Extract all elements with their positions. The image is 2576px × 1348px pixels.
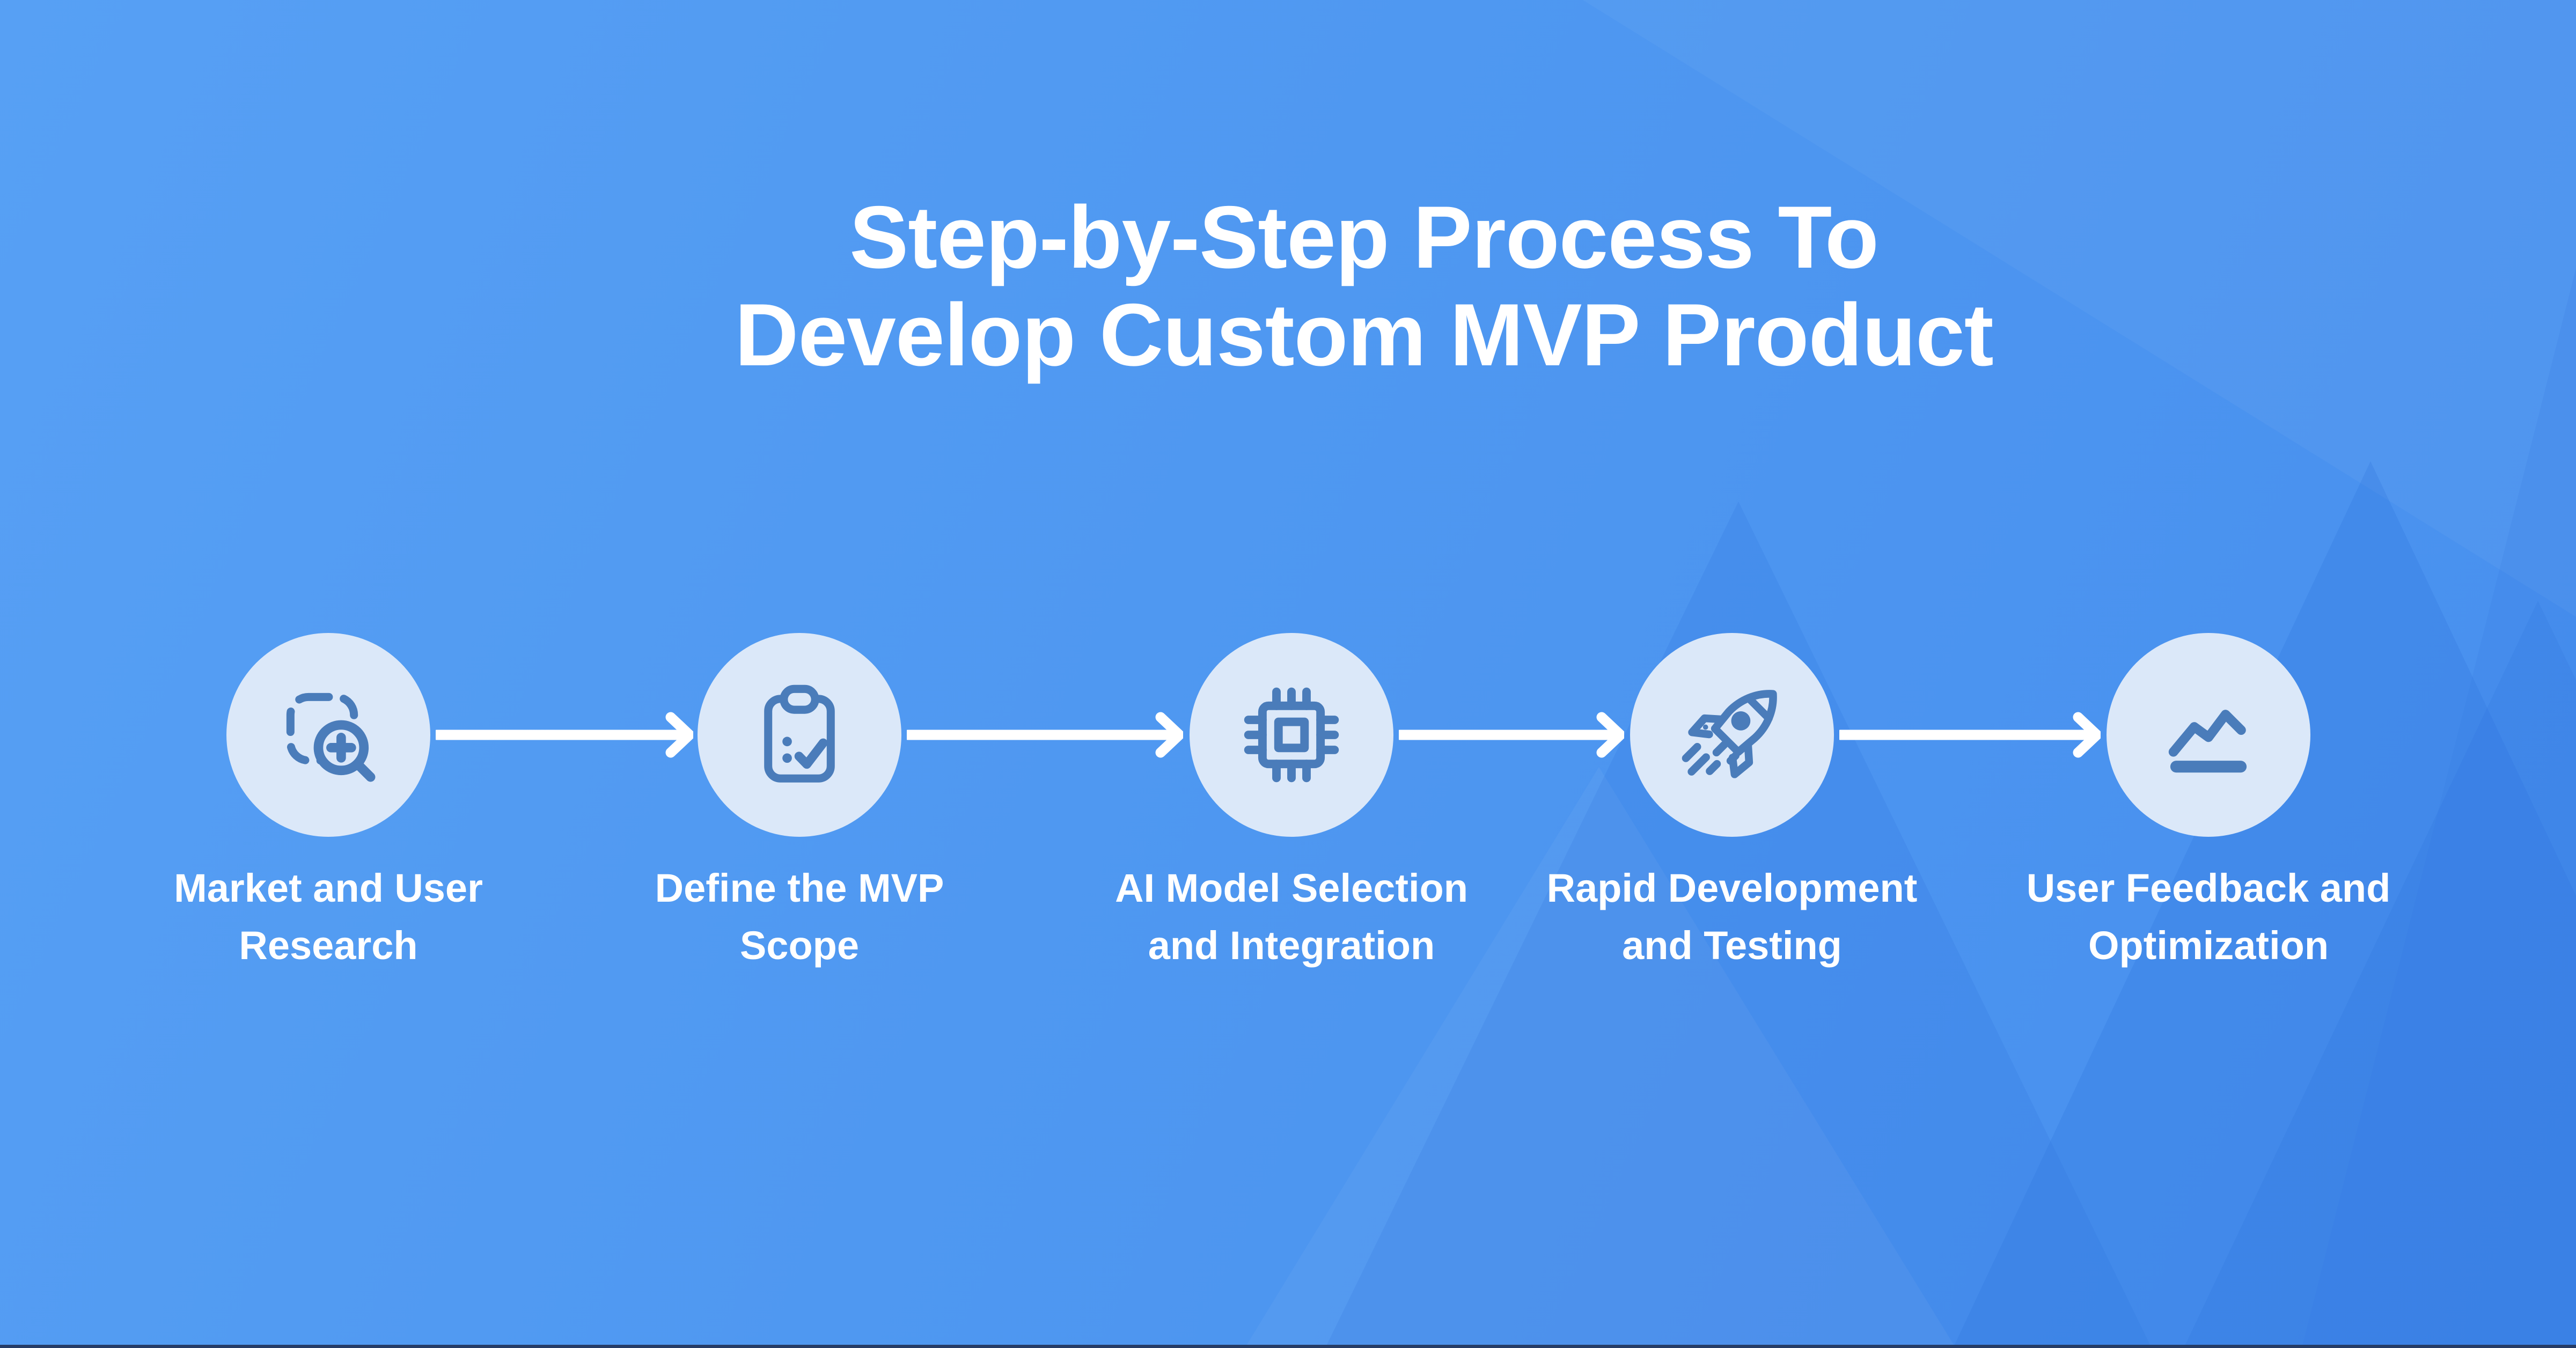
step-icon-circle	[1630, 633, 1834, 837]
step-label: Market and User Research	[98, 859, 559, 975]
step-label: AI Model Selection and Integration	[1061, 859, 1522, 975]
flow-arrow-4	[1839, 712, 2101, 758]
title-line-1: Step-by-Step Process To	[849, 188, 1879, 286]
step-label: User Feedback and Optimization	[1978, 859, 2439, 975]
title-line-2: Develop Custom MVP Product	[735, 285, 1993, 384]
step-user-feedback-optimization: User Feedback and Optimization	[1978, 633, 2439, 975]
step-icon-circle	[1190, 633, 1393, 837]
step-label: Define the MVP Scope	[569, 859, 1030, 975]
step-label-line: Rapid Development	[1546, 866, 1918, 910]
step-icon-circle	[226, 633, 430, 837]
ai-chip-icon	[1244, 687, 1339, 783]
step-label-line: and Testing	[1622, 923, 1842, 968]
step-market-user-research: Market and User Research	[98, 633, 559, 975]
step-ai-model-selection: AI Model Selection and Integration	[1061, 633, 1522, 975]
page-title: Step-by-Step Process To Develop Custom M…	[505, 188, 2222, 384]
flow-arrow-2	[907, 712, 1183, 758]
step-label-line: Research	[239, 923, 418, 968]
area-search-icon	[286, 693, 376, 782]
step-label-line: and Integration	[1148, 923, 1435, 968]
bottom-accent-bar	[0, 1345, 2576, 1348]
step-rapid-development: Rapid Development and Testing	[1501, 633, 1963, 975]
step-icon-circle	[698, 633, 901, 837]
line-chart-icon	[2168, 710, 2247, 773]
rocket-icon	[1682, 690, 1777, 778]
clipboard-check-icon	[764, 684, 835, 783]
step-label-line: User Feedback and	[2026, 866, 2391, 910]
flow-arrow-3	[1399, 712, 1624, 758]
step-label-line: Market and User	[174, 866, 483, 910]
step-label-line: Define the MVP	[655, 866, 944, 910]
step-label-line: AI Model Selection	[1115, 866, 1468, 910]
step-label-line: Optimization	[2088, 923, 2329, 968]
step-label-line: Scope	[739, 923, 860, 968]
step-define-mvp-scope: Define the MVP Scope	[569, 633, 1030, 975]
step-label: Rapid Development and Testing	[1501, 859, 1963, 975]
step-icon-circle	[2107, 633, 2310, 837]
flow-arrow-1	[436, 712, 693, 758]
